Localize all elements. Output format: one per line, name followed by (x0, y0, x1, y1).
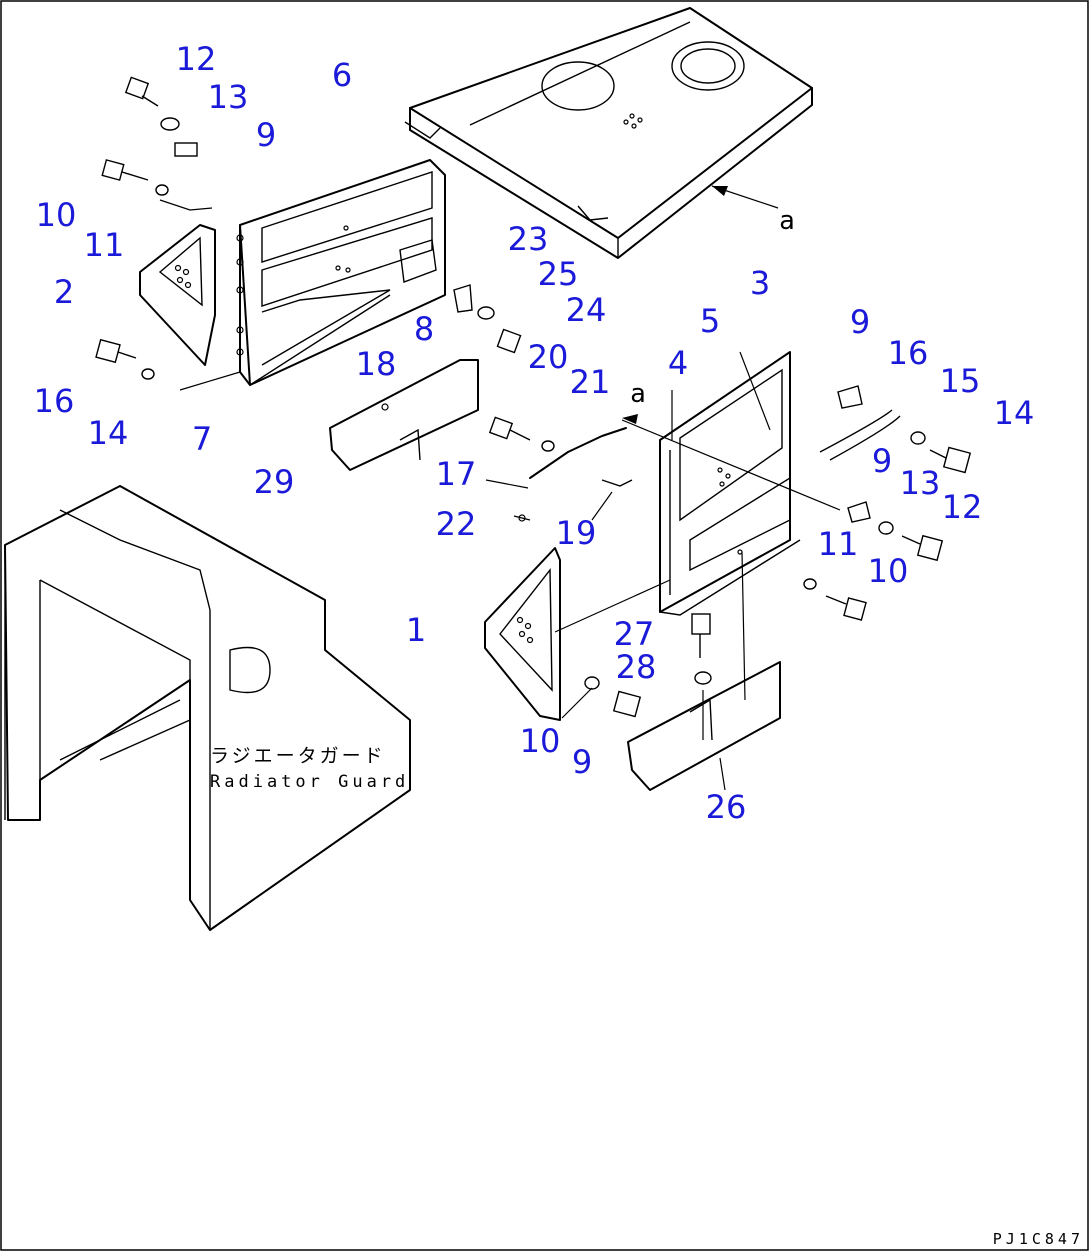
callout-13: 13 (208, 78, 249, 116)
view-mark-a: a (630, 379, 646, 409)
callout-24: 24 (566, 291, 607, 329)
callout-9: 9 (872, 442, 892, 480)
callout-27: 27 (614, 615, 655, 653)
left-bracket-part (139, 224, 216, 366)
callout-29: 29 (254, 463, 295, 501)
callout-14: 14 (994, 394, 1035, 432)
lower-bracket-1-part (484, 547, 671, 721)
callout-22: 22 (436, 505, 477, 543)
callout-5: 5 (700, 302, 720, 340)
callout-4: 4 (668, 344, 688, 382)
callout-11: 11 (84, 226, 125, 264)
right-side-panel-assembly (621, 351, 841, 616)
callout-10: 10 (36, 196, 77, 234)
callout-9: 9 (572, 743, 592, 781)
left-side-panel-assembly (236, 159, 446, 386)
view-mark-layer: aa (630, 206, 795, 409)
callout-12: 12 (942, 488, 983, 526)
callout-10: 10 (520, 722, 561, 760)
lower-cover-26-part (627, 551, 781, 791)
callout-20: 20 (528, 338, 569, 376)
callout-17: 17 (436, 455, 477, 493)
top-cover-part (404, 7, 813, 259)
lower-cover-29-part (329, 359, 479, 471)
callout-13: 13 (900, 464, 941, 502)
right-fasteners (803, 385, 972, 621)
callout-7: 7 (192, 420, 212, 458)
view-mark-a: a (779, 206, 795, 236)
drawing-code: PJ1C847 (993, 1230, 1084, 1248)
callout-18: 18 (356, 345, 397, 383)
callout-14: 14 (88, 414, 129, 452)
callout-16: 16 (34, 382, 75, 420)
callout-9: 9 (256, 116, 276, 154)
callout-21: 21 (570, 363, 611, 401)
callout-8: 8 (414, 310, 434, 348)
callout-6: 6 (332, 56, 352, 94)
callout-12: 12 (176, 40, 217, 78)
middle-fasteners (453, 284, 633, 522)
radiator-guard-label-en: Radiator Guard (210, 772, 409, 792)
callout-28: 28 (616, 648, 657, 686)
callout-10: 10 (868, 552, 909, 590)
radiator-guard-part (4, 485, 411, 931)
callout-25: 25 (538, 255, 579, 293)
callout-3: 3 (750, 264, 770, 302)
radiator-guard-label-jp: ラジエータガード (210, 745, 386, 767)
callout-9: 9 (850, 303, 870, 341)
callout-26: 26 (706, 788, 747, 826)
callout-2: 2 (54, 273, 74, 311)
callout-11: 11 (818, 525, 859, 563)
callout-1: 1 (406, 611, 426, 649)
upper-left-fasteners (95, 76, 241, 391)
callout-23: 23 (508, 220, 549, 258)
callout-15: 15 (940, 362, 981, 400)
callout-16: 16 (888, 334, 929, 372)
callout-19: 19 (556, 514, 597, 552)
